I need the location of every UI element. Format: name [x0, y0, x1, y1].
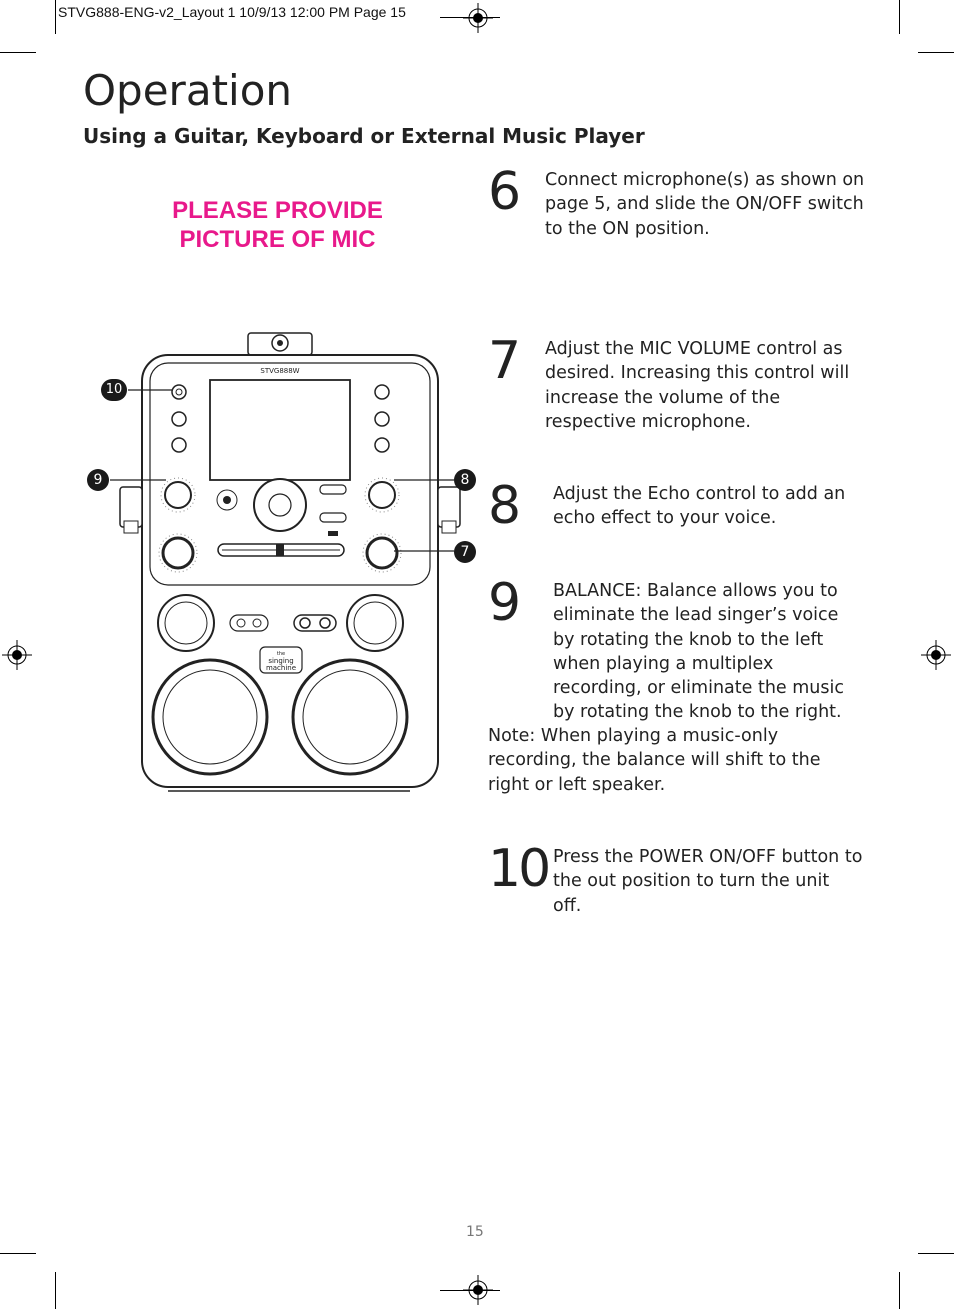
step-text: Adjust the Echo control to add an echo e…	[553, 484, 846, 529]
model-label: STVG888W	[260, 367, 299, 375]
image-placeholder-note: PLEASE PROVIDE PICTURE OF MIC	[150, 196, 405, 254]
step-number: 6	[488, 162, 522, 222]
balance-label: BALANCE:	[553, 581, 642, 601]
crop-mark	[55, 1272, 56, 1309]
crop-mark	[899, 1272, 900, 1309]
note-text: Note: When playing a music-only recordin…	[488, 724, 858, 797]
print-slug: STVG888-ENG-v2_Layout 1 10/9/13 12:00 PM…	[58, 4, 406, 20]
crop-mark	[918, 1253, 954, 1254]
note-body: When playing a music-only recording, the…	[488, 726, 821, 795]
registration-mark-icon	[463, 3, 493, 33]
crop-mark	[0, 1253, 36, 1254]
balance-text: Balance allows you to eliminate the lead…	[553, 581, 844, 723]
step-text: Adjust the MIC VOLUME control as desired…	[545, 339, 850, 432]
step-number: 7	[488, 331, 522, 391]
callout-badge: 7	[454, 541, 476, 563]
registration-mark-icon	[463, 1275, 493, 1305]
step-number: 10	[488, 839, 551, 899]
logo-text: the	[277, 651, 285, 657]
step-text: Press the POWER ON/OFF button to the out…	[553, 847, 863, 916]
placeholder-line: PLEASE PROVIDE	[172, 197, 383, 224]
page-title: Operation	[83, 66, 293, 115]
crop-mark	[55, 0, 56, 34]
page-subtitle: Using a Guitar, Keyboard or External Mus…	[83, 124, 645, 148]
logo-text: singing	[268, 657, 293, 665]
karaoke-machine-illustration: STVG888W the singing machine	[110, 332, 461, 792]
step-text: BALANCE: Balance allows you to eliminate…	[553, 579, 853, 725]
placeholder-line: PICTURE OF MIC	[179, 226, 376, 253]
callout-badge: 8	[454, 469, 476, 491]
crop-mark	[899, 0, 900, 34]
step-text: Connect microphone(s) as shown on page 5…	[545, 170, 865, 239]
step-number: 9	[488, 573, 522, 633]
crop-mark	[918, 52, 954, 53]
step-number: 8	[488, 476, 522, 536]
note-label: Note:	[488, 726, 536, 746]
callout-badge: 9	[87, 469, 109, 491]
registration-mark-icon	[2, 640, 32, 670]
crop-mark	[0, 52, 36, 53]
registration-mark-icon	[921, 640, 951, 670]
page-number: 15	[466, 1224, 484, 1240]
callout-badge: 10	[101, 379, 127, 401]
logo-text: machine	[266, 664, 296, 672]
